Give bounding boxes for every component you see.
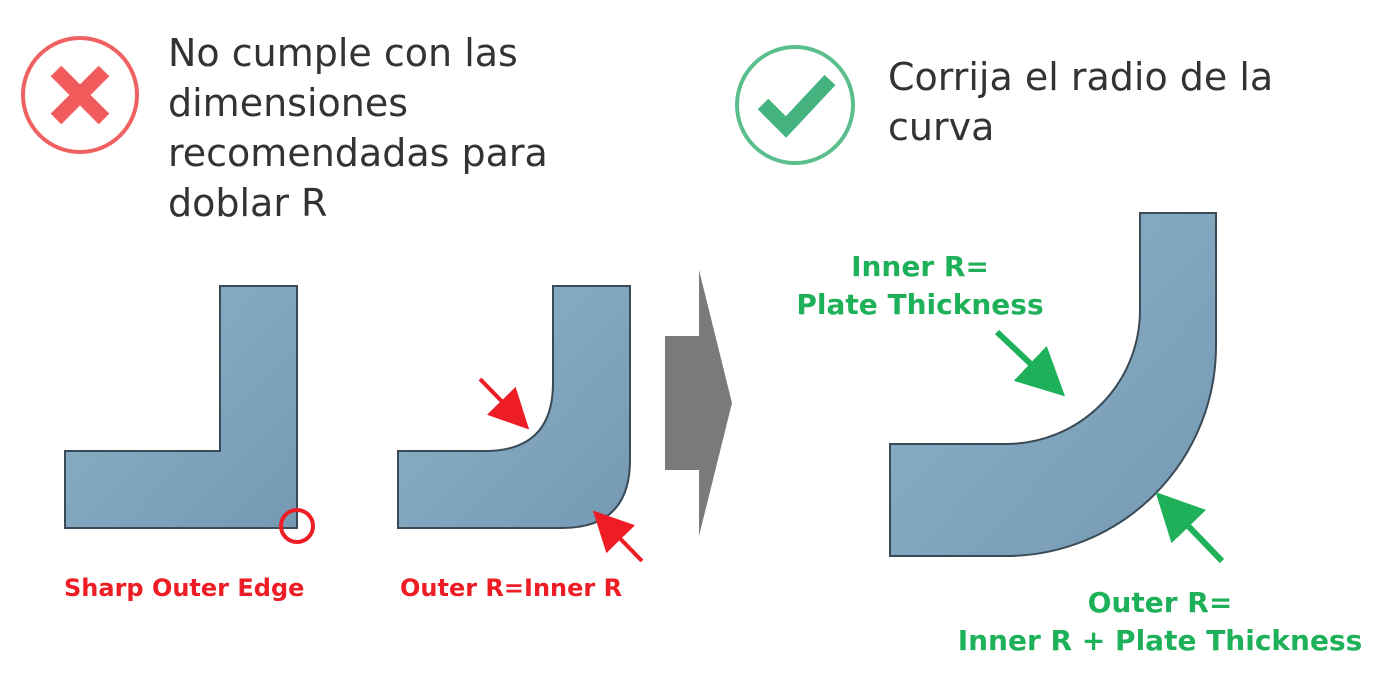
inner-radius-arrow bbox=[478, 377, 530, 430]
x-mark-icon bbox=[21, 36, 139, 154]
correct-bend-bracket bbox=[889, 212, 1225, 564]
bad-heading: No cumple con las dimensiones recomendad… bbox=[168, 31, 548, 225]
inner-r-label-line2: Plate Thickness bbox=[796, 288, 1044, 321]
inner-r-label-line1: Inner R= bbox=[851, 250, 989, 283]
outer-equals-inner-label: Outer R=Inner R bbox=[400, 574, 623, 602]
outer-radius-arrow bbox=[592, 510, 644, 563]
inner-r-label: Inner R= Plate Thickness bbox=[780, 248, 1060, 324]
sharp-outer-edge-label: Sharp Outer Edge bbox=[64, 574, 305, 602]
outer-r-label-line1: Outer R= bbox=[1087, 586, 1233, 619]
good-heading: Corrija el radio de la curva bbox=[888, 55, 1274, 149]
outer-r-label: Outer R= Inner R + Plate Thickness bbox=[940, 584, 1380, 660]
inner-r-arrow bbox=[994, 329, 1066, 397]
outer-r-arrow bbox=[1155, 492, 1225, 564]
right-arrow-icon bbox=[665, 270, 732, 536]
equal-radius-bracket bbox=[397, 285, 644, 563]
outer-r-label-line2: Inner R + Plate Thickness bbox=[957, 624, 1363, 657]
check-mark-icon bbox=[735, 45, 855, 165]
sharp-edge-bracket bbox=[64, 285, 315, 544]
sharp-corner-marker bbox=[279, 508, 315, 544]
